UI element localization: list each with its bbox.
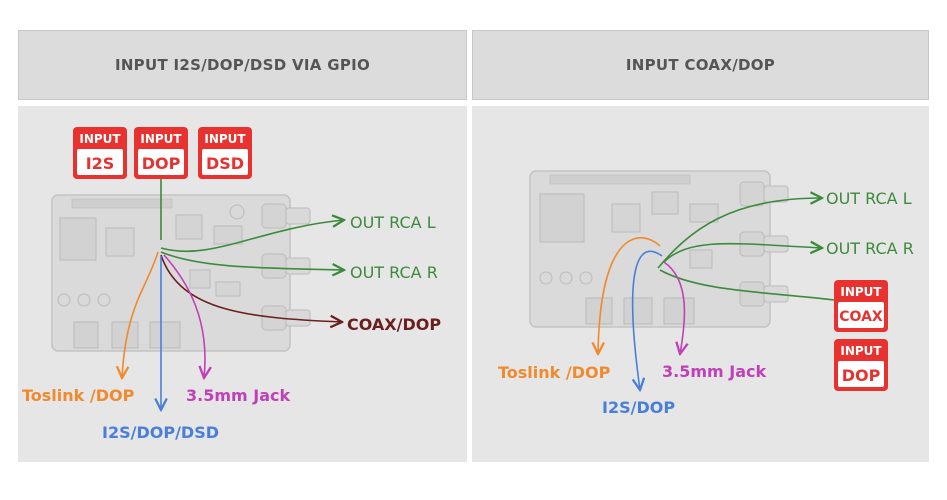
badge-dop-right-bottom: DOP	[842, 366, 881, 385]
left-arrow-out-rca-r	[160, 251, 344, 270]
badge-input-i2s: INPUT I2S	[73, 127, 127, 179]
left-arrow-toslink	[122, 251, 159, 378]
right-line-coax-input	[659, 269, 835, 301]
right-label-out-rca-r: OUT RCA R	[826, 239, 914, 258]
badge-input-coax: INPUT COAX	[834, 280, 888, 332]
left-label-coax-dop: COAX/DOP	[347, 315, 441, 334]
right-panel-title: INPUT COAX/DOP	[625, 56, 776, 74]
badge-i2s-top: INPUT	[79, 132, 121, 146]
right-arrow-toslink	[598, 237, 661, 354]
right-label-out-rca-l: OUT RCA L	[826, 189, 912, 208]
right-arrow-i2s	[633, 250, 663, 390]
right-panel-header: INPUT COAX/DOP	[472, 30, 929, 100]
left-arrow-jack	[163, 254, 205, 378]
badge-dop-top: INPUT	[140, 132, 182, 146]
badge-input-dop-right: INPUT DOP	[834, 339, 888, 391]
right-label-jack: 3.5mm Jack	[662, 362, 766, 381]
badge-i2s-bottom: I2S	[86, 154, 115, 173]
right-label-toslink: Toslink /DOP	[498, 363, 611, 382]
left-dac-board	[51, 194, 311, 352]
badge-coax-top: INPUT	[840, 285, 882, 299]
right-arrow-out-rca-l	[657, 198, 822, 269]
badge-dop-right-top: INPUT	[840, 344, 882, 358]
badge-input-dop: INPUT DOP	[134, 127, 188, 179]
right-label-i2s-dop: I2S/DOP	[602, 398, 675, 417]
badge-dop-bottom: DOP	[142, 154, 181, 173]
right-dac-board	[529, 170, 789, 328]
left-label-i2s-dop-dsd: I2S/DOP/DSD	[102, 423, 219, 442]
badge-dsd-bottom: DSD	[206, 154, 244, 173]
badge-input-dsd: INPUT DSD	[198, 127, 252, 179]
left-arrow-coax-dop	[160, 254, 342, 322]
left-label-toslink: Toslink /DOP	[22, 386, 135, 405]
left-arrow-out-rca-l	[160, 220, 344, 253]
left-panel-title: INPUT I2S/DOP/DSD VIA GPIO	[114, 56, 371, 74]
right-arrow-jack	[663, 261, 684, 354]
left-label-out-rca-l: OUT RCA L	[350, 213, 436, 232]
right-arrow-out-rca-r	[663, 244, 822, 263]
badge-coax-bottom: COAX	[839, 309, 883, 325]
left-label-jack: 3.5mm Jack	[186, 386, 290, 405]
badge-dsd-top: INPUT	[204, 132, 246, 146]
left-label-out-rca-r: OUT RCA R	[350, 263, 438, 282]
left-panel-header: INPUT I2S/DOP/DSD VIA GPIO	[18, 30, 467, 100]
